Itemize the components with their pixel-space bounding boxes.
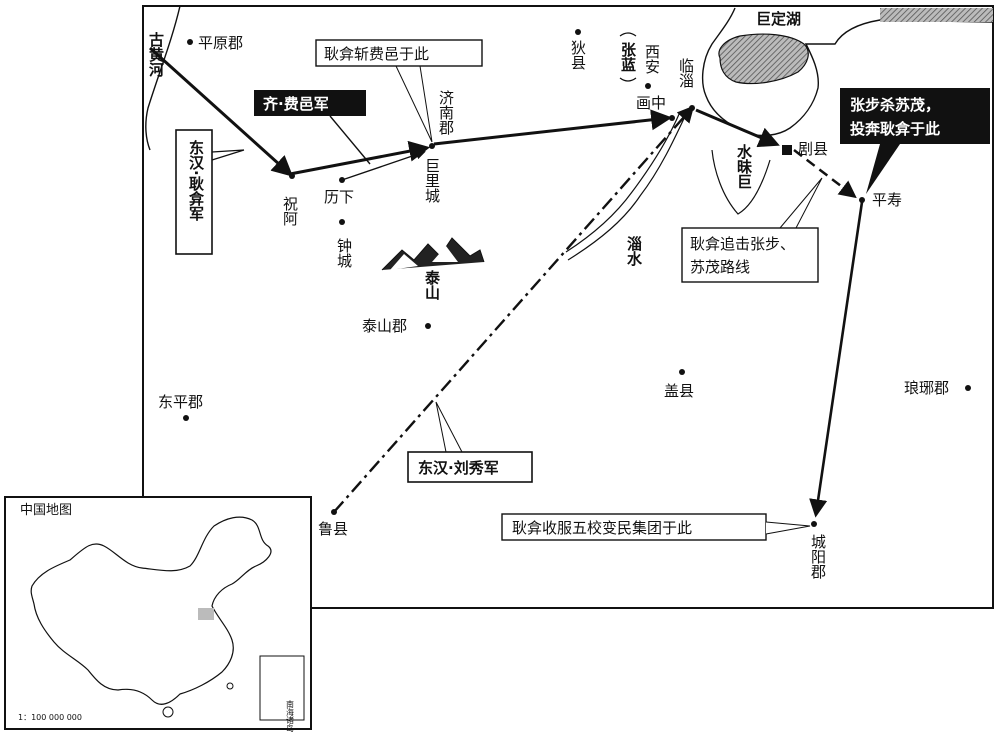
callout-zhangbu-kill-line1: 张步杀苏茂， — [850, 96, 940, 114]
dot-jvxian — [782, 145, 792, 155]
label-chengyang: 城阳郡 — [809, 534, 827, 579]
julake-shape — [718, 33, 809, 85]
label-lixia: 历下 — [324, 188, 354, 206]
label-langya: 琅琊郡 — [904, 379, 949, 397]
callout-slay-fei-text: 耿弇斩费邑于此 — [324, 45, 429, 63]
callout-liuxiu-army: 东汉·刘秀军 — [407, 401, 533, 483]
dot-linzi — [689, 105, 695, 111]
dot-taishan — [425, 323, 431, 329]
label-jvxian: 剧县 — [798, 140, 828, 158]
callout-zhangbu-kill-line2: 投奔耿弇于此 — [850, 120, 940, 138]
route-gengyan-3 — [433, 109, 673, 146]
dot-dixian — [575, 29, 581, 35]
route-liuxiu — [333, 105, 695, 513]
dot-huazhong — [669, 115, 675, 121]
route-gengyan-1 — [148, 46, 294, 177]
callout-surrender-text: 耿弇收服五校变民集团于此 — [512, 519, 692, 537]
label-ziyao-river: 淄水 — [625, 235, 643, 267]
label-zhongcheng: 钟城 — [335, 238, 353, 269]
route-to-chengyang — [809, 201, 864, 518]
label-gaixian: 盖县 — [664, 382, 694, 400]
label-xian: 西安 — [643, 44, 661, 74]
callout-pursuit-line2: 苏茂路线 — [690, 258, 750, 276]
inset-south-sea-label: 南海诸岛 — [286, 699, 295, 733]
callout-pursuit-line1: 耿弇追击张步、 — [690, 235, 795, 253]
label-shuiweiju: 水昧巨 — [735, 143, 753, 189]
label-dixian: 狄县 — [569, 40, 587, 70]
route-gengyan-2 — [289, 140, 431, 176]
dot-zhuchuo — [289, 173, 295, 179]
route-gengyan-4 — [695, 108, 780, 148]
dot-lixia — [339, 177, 345, 183]
label-pingyuan: 平原郡 — [198, 34, 243, 52]
dot-dongping — [183, 415, 189, 421]
label-julake: 巨定湖 — [756, 10, 801, 28]
dot-pingshou — [859, 197, 865, 203]
taishan-mountain-icon — [381, 237, 485, 271]
china-outline — [30, 516, 272, 705]
callout-gengyan-army: 东汉·耿弇军 — [175, 129, 245, 255]
inset-south-sea-box — [259, 655, 305, 721]
zhanglan-bracket-top — [619, 32, 637, 37]
shuiweiju-inlet — [711, 149, 771, 215]
label-zhuchuo: 祝阿 — [281, 196, 299, 227]
dot-pingyuan — [187, 39, 193, 45]
sea-top-hatch — [880, 8, 993, 22]
label-luxian: 鲁县 — [318, 520, 348, 538]
label-taishanjun: 泰山郡 — [362, 317, 407, 335]
label-zhanglan: 张蓝 — [619, 42, 637, 72]
label-julicheng: 巨里城 — [423, 158, 441, 204]
zhanglan-bracket-bottom — [619, 77, 637, 82]
label-pingshou: 平寿 — [872, 191, 902, 209]
inset-title: 中国地图 — [20, 503, 72, 518]
inset-taiwan — [226, 682, 234, 690]
label-jinan: 济南郡 — [437, 90, 455, 135]
label-huazhong: 画中 — [636, 94, 666, 112]
label-linzi: 临淄 — [677, 58, 695, 88]
callout-fei-army-text: 齐·费邑军 — [263, 95, 329, 113]
dot-julicheng — [429, 143, 435, 149]
dot-luxian — [331, 509, 337, 515]
dot-langya — [965, 385, 971, 391]
dot-gaixian — [679, 369, 685, 375]
label-taishan-mtn: 泰山 — [423, 269, 441, 301]
callout-surrender: 耿弇收服五校变民集团于此 — [501, 513, 811, 541]
inset-scale: 1：100 000 000 — [18, 713, 82, 722]
gu-huanghe-river — [145, 5, 181, 151]
callout-zhangbu-kill: 张步杀苏茂， 投奔耿弇于此 — [840, 88, 990, 194]
inset-highlight-region — [198, 608, 214, 620]
callout-slay-fei: 耿弇斩费邑于此 — [315, 39, 483, 143]
callout-pursuit: 耿弇追击张步、 苏茂路线 — [681, 177, 823, 283]
dot-chengyang — [811, 521, 817, 527]
inset-china-map: 中国地图 南海诸岛 1：100 000 000 — [4, 496, 312, 733]
dot-zhongcheng — [339, 219, 345, 225]
route-pursuit — [793, 149, 857, 199]
callout-gengyan-army-text: 东汉·耿弇军 — [187, 139, 205, 222]
route-fei-army — [341, 149, 426, 181]
dot-xian — [645, 83, 651, 89]
zi-river — [565, 109, 689, 261]
place-dots — [183, 29, 971, 527]
label-gu-huanghe: 古黄河 — [147, 31, 165, 78]
callout-fei-army: 齐·费邑军 — [254, 90, 371, 165]
callout-liuxiu-army-text: 东汉·刘秀军 — [418, 459, 499, 477]
inset-hainan — [162, 706, 174, 718]
label-dongping: 东平郡 — [158, 393, 203, 411]
